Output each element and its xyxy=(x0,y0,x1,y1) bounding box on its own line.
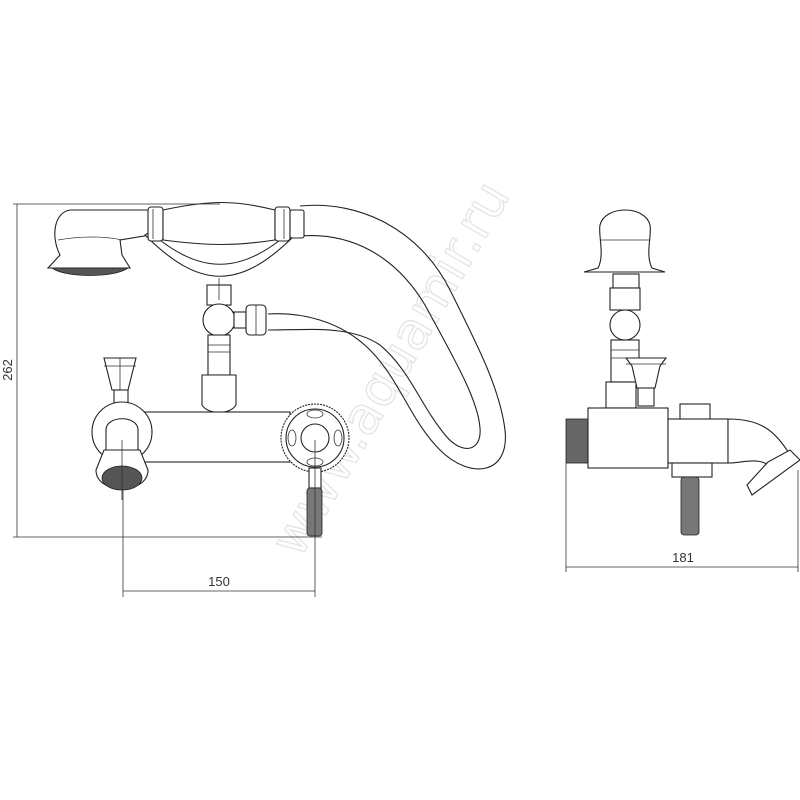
diverter-knob xyxy=(280,403,350,537)
handset-end-view xyxy=(583,209,666,273)
dimension-262: 262 xyxy=(0,203,322,538)
height-dimension-label: 262 xyxy=(0,359,15,381)
spacing-dimension-label: 150 xyxy=(208,574,230,589)
dimension-150: 150 xyxy=(122,440,316,597)
left-valve xyxy=(91,357,153,500)
side-lever xyxy=(680,476,700,536)
side-stem xyxy=(605,273,641,409)
side-view: 181 xyxy=(565,209,800,572)
hose-connector xyxy=(233,304,267,336)
side-body xyxy=(587,407,669,469)
wall-thread xyxy=(565,418,589,464)
front-view: 262 150 xyxy=(0,202,506,597)
hand-shower xyxy=(46,209,151,276)
shower-hose xyxy=(267,204,506,470)
side-spout xyxy=(667,403,800,496)
depth-dimension-label: 181 xyxy=(672,550,694,565)
handset-handle xyxy=(144,202,305,277)
mixer-body xyxy=(139,411,291,463)
stem-column xyxy=(201,278,237,414)
side-cross-handle xyxy=(624,357,668,407)
dimension-181: 181 xyxy=(565,463,799,572)
